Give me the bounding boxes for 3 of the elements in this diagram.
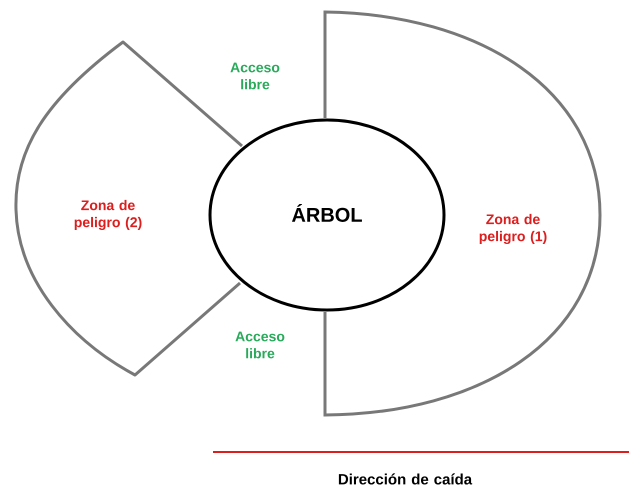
access-label: Acceso libre (230, 62, 280, 90)
access-label: Acceso libre (235, 332, 284, 358)
fall-direction-label: Dirección de caída (338, 473, 472, 485)
